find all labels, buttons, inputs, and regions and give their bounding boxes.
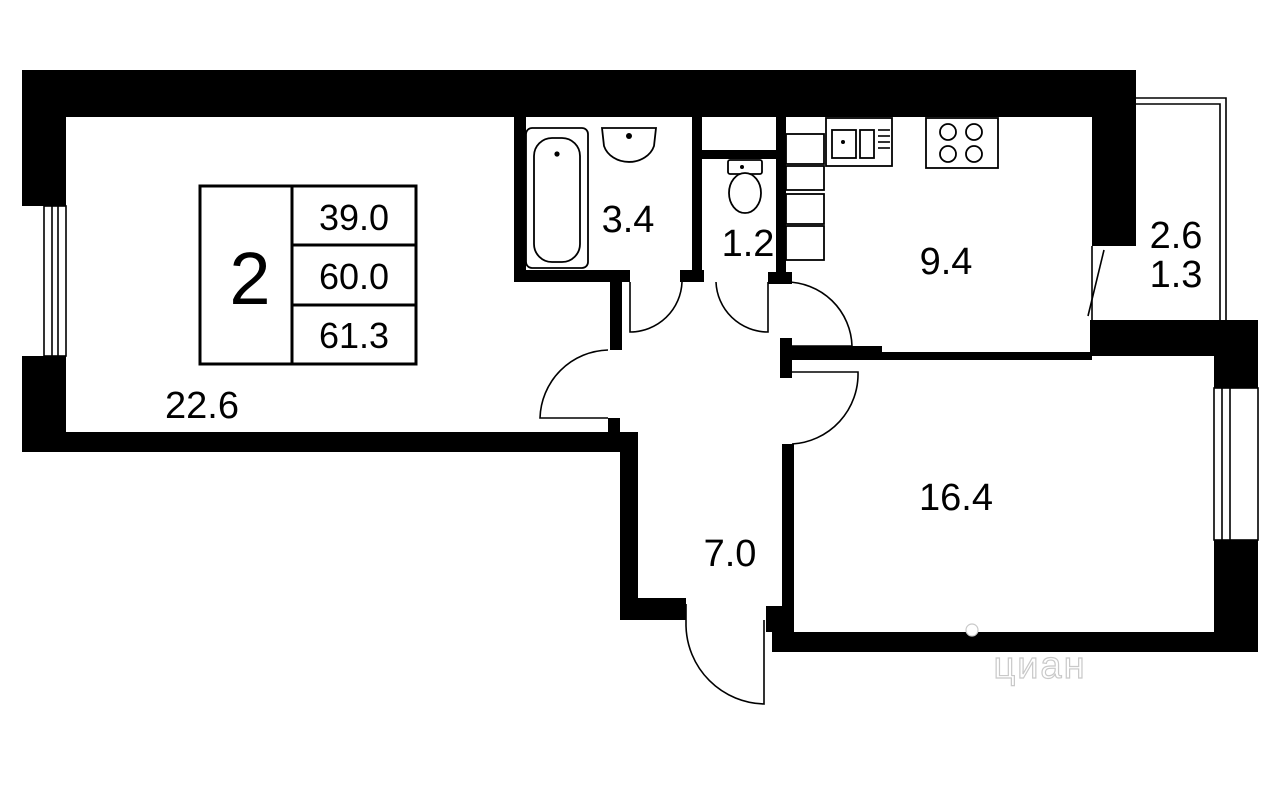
kitchen-area: 9.4 <box>920 241 973 283</box>
stove-icon <box>925 117 999 169</box>
balcony-outline <box>1087 97 1227 320</box>
room-labels: 22.6 3.4 1.2 9.4 2.6 1.3 16.4 7.0 <box>165 199 1202 575</box>
balcony-area: 2.6 <box>1150 215 1203 257</box>
bedroom-area: 16.4 <box>919 477 993 519</box>
doors <box>539 281 859 705</box>
toilet-icon <box>727 159 763 214</box>
total-area-without-balcony: 60.0 <box>319 256 389 297</box>
kitchen-cabinets-icon <box>785 133 825 261</box>
kitchen-sink-icon <box>825 117 893 167</box>
sink-icon <box>600 127 658 163</box>
apartment-summary: 2 39.0 60.0 61.3 <box>198 184 418 366</box>
watermark: циан <box>965 623 1086 688</box>
hallway-area: 7.0 <box>704 533 757 575</box>
fixtures <box>525 117 999 269</box>
rooms-count: 2 <box>229 237 270 320</box>
toilet-area: 1.2 <box>722 223 775 265</box>
walls <box>22 70 1258 652</box>
windows <box>43 205 1259 541</box>
living-area: 39.0 <box>319 197 389 238</box>
balcony-area-reduced: 1.3 <box>1150 254 1203 296</box>
watermark-text: циан <box>993 645 1086 687</box>
living-room-area: 22.6 <box>165 385 239 427</box>
total-area: 61.3 <box>319 315 389 356</box>
bathroom-area: 3.4 <box>602 199 655 241</box>
bathtub-icon <box>525 127 589 269</box>
